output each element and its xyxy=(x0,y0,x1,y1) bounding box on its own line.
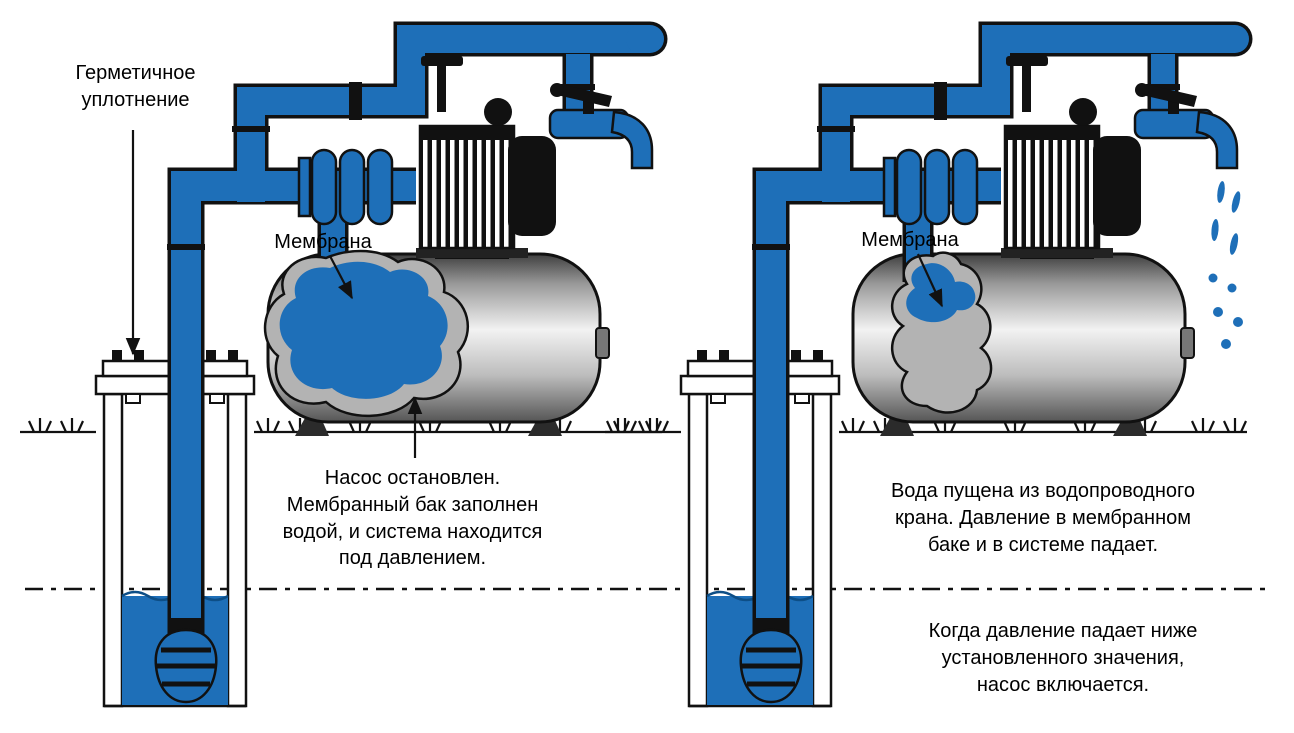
note-line2: установленного значения, xyxy=(941,646,1185,669)
membrane-full xyxy=(263,249,470,418)
panel-left-system xyxy=(20,39,662,706)
seal-label-line2: уплотнение xyxy=(81,88,190,111)
caption-left: Насос остановлен. Мембранный бак заполне… xyxy=(245,465,580,572)
membrane-label-right: Мембрана xyxy=(861,229,959,251)
note-line1: Когда давление падает ниже xyxy=(928,620,1198,642)
seal-label: Герметичное уплотнение xyxy=(38,60,233,114)
membrane-label-left: Мембрана xyxy=(274,231,372,253)
caption-left-line4: под давлением. xyxy=(338,547,487,570)
panel-right-system xyxy=(605,39,1247,706)
membrane-arrow-right xyxy=(917,253,943,308)
caption-left-line2: Мембранный бак заполнен xyxy=(286,493,539,516)
note-line3: насос включается. xyxy=(976,673,1150,696)
seal-label-line1: Герметичное xyxy=(75,62,196,84)
caption-right: Вода пущена из водопроводного крана. Дав… xyxy=(868,478,1218,558)
caption-right-line2: крана. Давление в мембранном xyxy=(894,506,1192,529)
caption-bottom-note: Когда давление падает ниже установленног… xyxy=(878,618,1248,698)
membrane-arrow-left xyxy=(329,255,353,300)
water-spray xyxy=(1208,181,1243,349)
caption-right-line3: баке и в системе падает. xyxy=(927,533,1159,556)
caption-right-line1: Вода пущена из водопроводного xyxy=(890,480,1196,502)
caption-left-line1: Насос остановлен. xyxy=(324,467,501,489)
caption-left-line3: водой, и система находится xyxy=(282,520,543,543)
membrane-pinched xyxy=(890,251,993,414)
